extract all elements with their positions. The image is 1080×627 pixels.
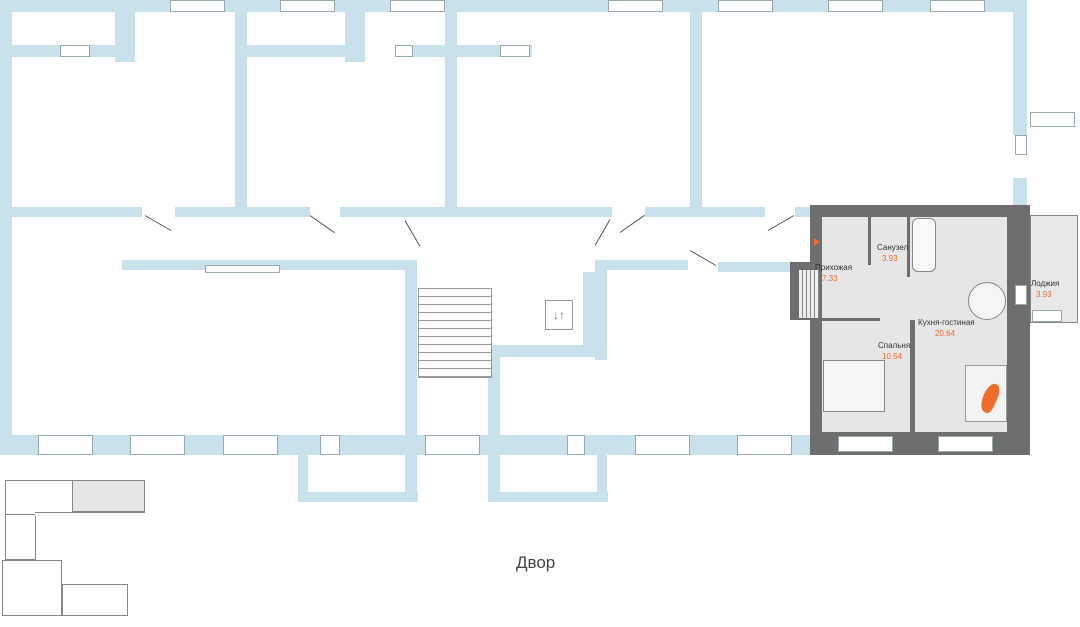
window xyxy=(1030,112,1075,127)
window xyxy=(1015,285,1027,305)
wall xyxy=(405,260,417,500)
wall xyxy=(597,455,607,500)
room-area-kitchen-living: 20.64 xyxy=(935,329,956,338)
wall xyxy=(1013,178,1027,208)
wall xyxy=(795,207,813,217)
wall xyxy=(0,0,12,455)
yard-label: Двор xyxy=(516,553,556,572)
room-area-loggia: 3.93 xyxy=(1036,290,1052,299)
window xyxy=(1015,135,1027,155)
wall xyxy=(822,318,880,321)
staircase xyxy=(418,288,492,378)
wall xyxy=(298,492,418,502)
wall xyxy=(488,345,598,357)
key-plan-highlight xyxy=(72,480,145,512)
window xyxy=(60,45,90,57)
bathtub xyxy=(912,218,936,272)
dining-table-icon xyxy=(968,282,1006,320)
window xyxy=(425,435,480,455)
window xyxy=(320,435,340,455)
room-label-hallway: Прихожая xyxy=(815,263,853,272)
room-label-kitchen-living: Кухня-гостиная xyxy=(918,318,975,327)
elevator: ↓↑ xyxy=(545,300,573,330)
window xyxy=(828,0,883,12)
key-plan-block xyxy=(5,514,36,560)
window xyxy=(938,436,993,452)
wall xyxy=(718,262,813,272)
loggia-floor xyxy=(1030,215,1078,323)
window xyxy=(838,436,893,452)
wall xyxy=(1013,0,1027,135)
room-label-bathroom: Санузел xyxy=(877,243,909,252)
window xyxy=(930,0,985,12)
door xyxy=(309,215,335,234)
window xyxy=(635,435,690,455)
wardrobe xyxy=(799,270,819,318)
window xyxy=(395,45,413,57)
wall xyxy=(445,12,457,212)
window xyxy=(223,435,278,455)
wall xyxy=(12,207,142,217)
bed xyxy=(823,360,885,412)
wall xyxy=(340,207,612,217)
wall xyxy=(0,435,405,455)
window xyxy=(718,0,773,12)
window xyxy=(205,265,280,273)
wall xyxy=(298,455,308,500)
door xyxy=(619,214,645,233)
window xyxy=(608,0,663,12)
window xyxy=(170,0,225,12)
door xyxy=(689,250,717,266)
window xyxy=(1032,310,1062,322)
window xyxy=(500,45,530,57)
window xyxy=(567,435,585,455)
window xyxy=(280,0,335,12)
door xyxy=(767,215,795,231)
room-area-hallway: 7.33 xyxy=(822,274,838,283)
wall xyxy=(247,45,347,57)
room-label-loggia: Лоджия xyxy=(1031,279,1060,288)
wall xyxy=(595,260,607,360)
wall xyxy=(345,12,365,62)
window xyxy=(38,435,93,455)
window xyxy=(130,435,185,455)
room-label-bedroom: Спальня xyxy=(878,341,911,350)
entrance-marker-icon xyxy=(814,238,820,246)
wall xyxy=(600,260,688,270)
wall xyxy=(910,320,914,432)
door xyxy=(404,220,421,247)
room-area-bathroom: 3.93 xyxy=(882,254,898,263)
room-area-bedroom: 10.54 xyxy=(882,352,903,361)
key-plan-line xyxy=(35,512,145,516)
wall xyxy=(175,207,310,217)
wall xyxy=(488,350,500,500)
window xyxy=(390,0,445,12)
wall xyxy=(488,492,608,502)
wall xyxy=(583,272,598,352)
door xyxy=(594,219,611,246)
wall xyxy=(868,217,871,265)
key-plan-block xyxy=(5,480,73,515)
wall xyxy=(235,12,247,212)
wall xyxy=(645,207,765,217)
window xyxy=(737,435,792,455)
key-plan-block xyxy=(62,584,128,616)
key-plan-block xyxy=(2,560,62,616)
wall xyxy=(907,217,910,277)
wall xyxy=(690,12,702,212)
door xyxy=(144,215,172,231)
